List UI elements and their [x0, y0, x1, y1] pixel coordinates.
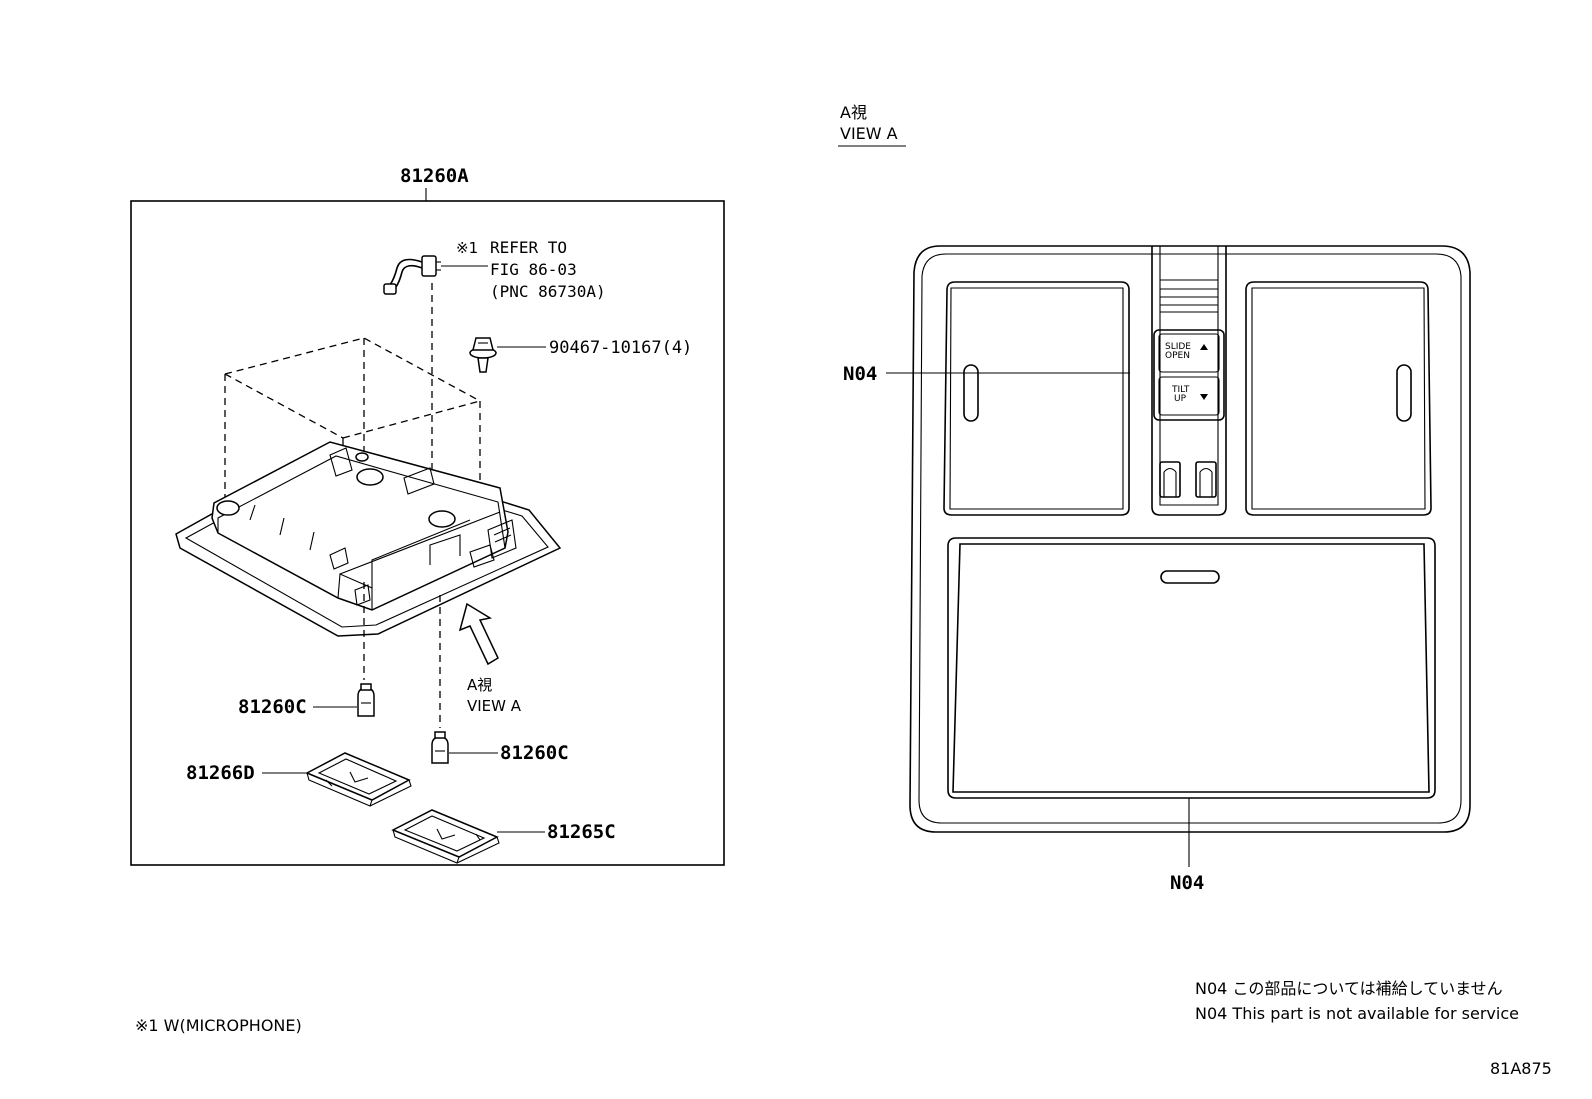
- arrow-up-icon: [1200, 344, 1208, 350]
- bulb-left-icon: [357, 582, 375, 717]
- assembly-part-number: 81260A: [400, 165, 469, 187]
- refer-note-line1: REFER TO: [490, 238, 567, 257]
- bulb-right-part-number: 81260C: [500, 742, 569, 764]
- n04-bottom-label: N04: [1170, 872, 1204, 894]
- bulb-left-part-number: 81260C: [238, 696, 307, 718]
- view-a-arrow-icon: [458, 602, 499, 666]
- refer-note-line2: FIG 86-03: [490, 260, 577, 279]
- clip-icon: [469, 337, 497, 373]
- clip-part-number: 90467-10167(4): [549, 338, 692, 358]
- map-lamp-left-switch: [963, 364, 979, 422]
- view-arrow-line2: VIEW A: [467, 697, 522, 715]
- n04-side-label: N04: [843, 363, 877, 385]
- toggle-switch-right: [1195, 461, 1217, 498]
- dome-lamp-lens: [947, 537, 1436, 799]
- tilt-up-button: [1158, 376, 1220, 416]
- tilt-label: TILT: [1171, 385, 1190, 395]
- lens-right-part-number: 81265C: [547, 821, 616, 843]
- up-label: UP: [1174, 394, 1187, 404]
- bulb-right-icon: [431, 595, 449, 764]
- right-view-a: A視 VIEW A SLID: [838, 103, 1471, 894]
- overhead-console-body: [175, 441, 562, 637]
- microphone-footnote: ※1 W(MICROPHONE): [135, 1016, 302, 1035]
- lens-left-icon: [305, 752, 412, 807]
- slide-open-button: [1158, 333, 1220, 373]
- arrow-down-icon: [1200, 394, 1208, 400]
- open-label: OPEN: [1165, 351, 1190, 361]
- figure-code: 81A875: [1490, 1059, 1552, 1078]
- left-exploded-view: 81260A ※1 REFER TO FIG 86-03 (PNC 86730A…: [130, 165, 725, 866]
- refer-note-line3: (PNC 86730A): [490, 282, 606, 301]
- refer-mark: ※1: [456, 239, 478, 257]
- microphone-wire: [383, 255, 488, 295]
- lens-right-icon: [391, 809, 500, 864]
- slide-label: SLIDE: [1165, 342, 1191, 352]
- view-arrow-line1: A視: [467, 676, 492, 694]
- n04-note-japanese: N04 この部品については補給していません: [1195, 979, 1503, 998]
- map-lamp-right: [1245, 281, 1432, 516]
- console-bezel: [909, 245, 1471, 833]
- lens-left-part-number: 81266D: [186, 762, 255, 784]
- view-a-title-line1: A視: [840, 103, 867, 122]
- dome-lamp-switch: [1160, 570, 1220, 584]
- view-a-title-line2: VIEW A: [840, 124, 898, 143]
- map-lamp-left: [943, 281, 1130, 516]
- n04-note-english: N04 This part is not available for servi…: [1195, 1004, 1519, 1023]
- map-lamp-right-switch: [1396, 364, 1412, 422]
- center-switch-panel: SLIDE OPEN TILT UP: [1151, 246, 1227, 516]
- assembly-frame: [130, 200, 725, 866]
- toggle-switch-left: [1159, 461, 1181, 498]
